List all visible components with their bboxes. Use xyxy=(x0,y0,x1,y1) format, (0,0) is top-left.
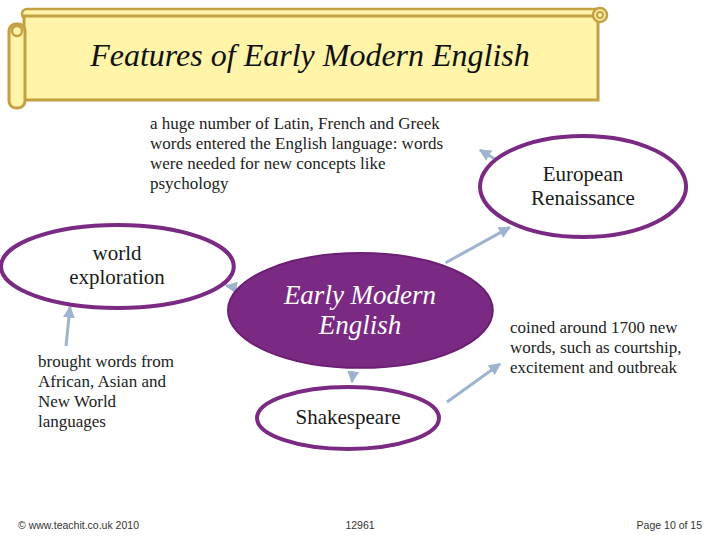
note-text: coined around 1700 new words, such as co… xyxy=(510,318,702,378)
ellipse-node: Early Modern English xyxy=(227,252,494,369)
note-text: brought words from African, Asian and Ne… xyxy=(38,352,188,432)
connector-arrow xyxy=(226,286,234,287)
ellipse-node: European Renaissance xyxy=(478,134,688,239)
footer-text: 12961 xyxy=(320,519,400,531)
scroll-curl xyxy=(593,8,607,22)
ellipse-shape xyxy=(257,387,439,449)
scroll-curl xyxy=(12,26,22,36)
ellipse-shape xyxy=(480,136,686,237)
title-scroll xyxy=(9,8,607,108)
connector-arrow xyxy=(446,227,510,262)
note-text: a huge number of Latin, French and Greek… xyxy=(150,114,455,194)
scroll-left-roll xyxy=(9,24,25,108)
slide-title: Features of Early Modern English xyxy=(24,36,596,74)
leader-line xyxy=(66,307,70,346)
ellipse-shape xyxy=(1,225,234,308)
node-text: Shakespeare xyxy=(296,406,401,430)
node-text: world exploration xyxy=(57,242,177,289)
footer-text: © www.teachit.co.uk 2010 xyxy=(18,519,218,531)
connector-arrow xyxy=(352,371,353,382)
footer-text: Page 10 of 15 xyxy=(560,519,702,531)
ellipse-node: world exploration xyxy=(0,223,235,310)
leader-line xyxy=(447,364,500,402)
node-text: Early Modern English xyxy=(275,280,445,340)
node-text: European Renaissance xyxy=(518,163,648,210)
scroll-body xyxy=(24,16,598,100)
ellipse-shape xyxy=(228,253,493,368)
scroll-curl xyxy=(597,12,603,18)
ellipse-node: Shakespeare xyxy=(255,385,441,451)
